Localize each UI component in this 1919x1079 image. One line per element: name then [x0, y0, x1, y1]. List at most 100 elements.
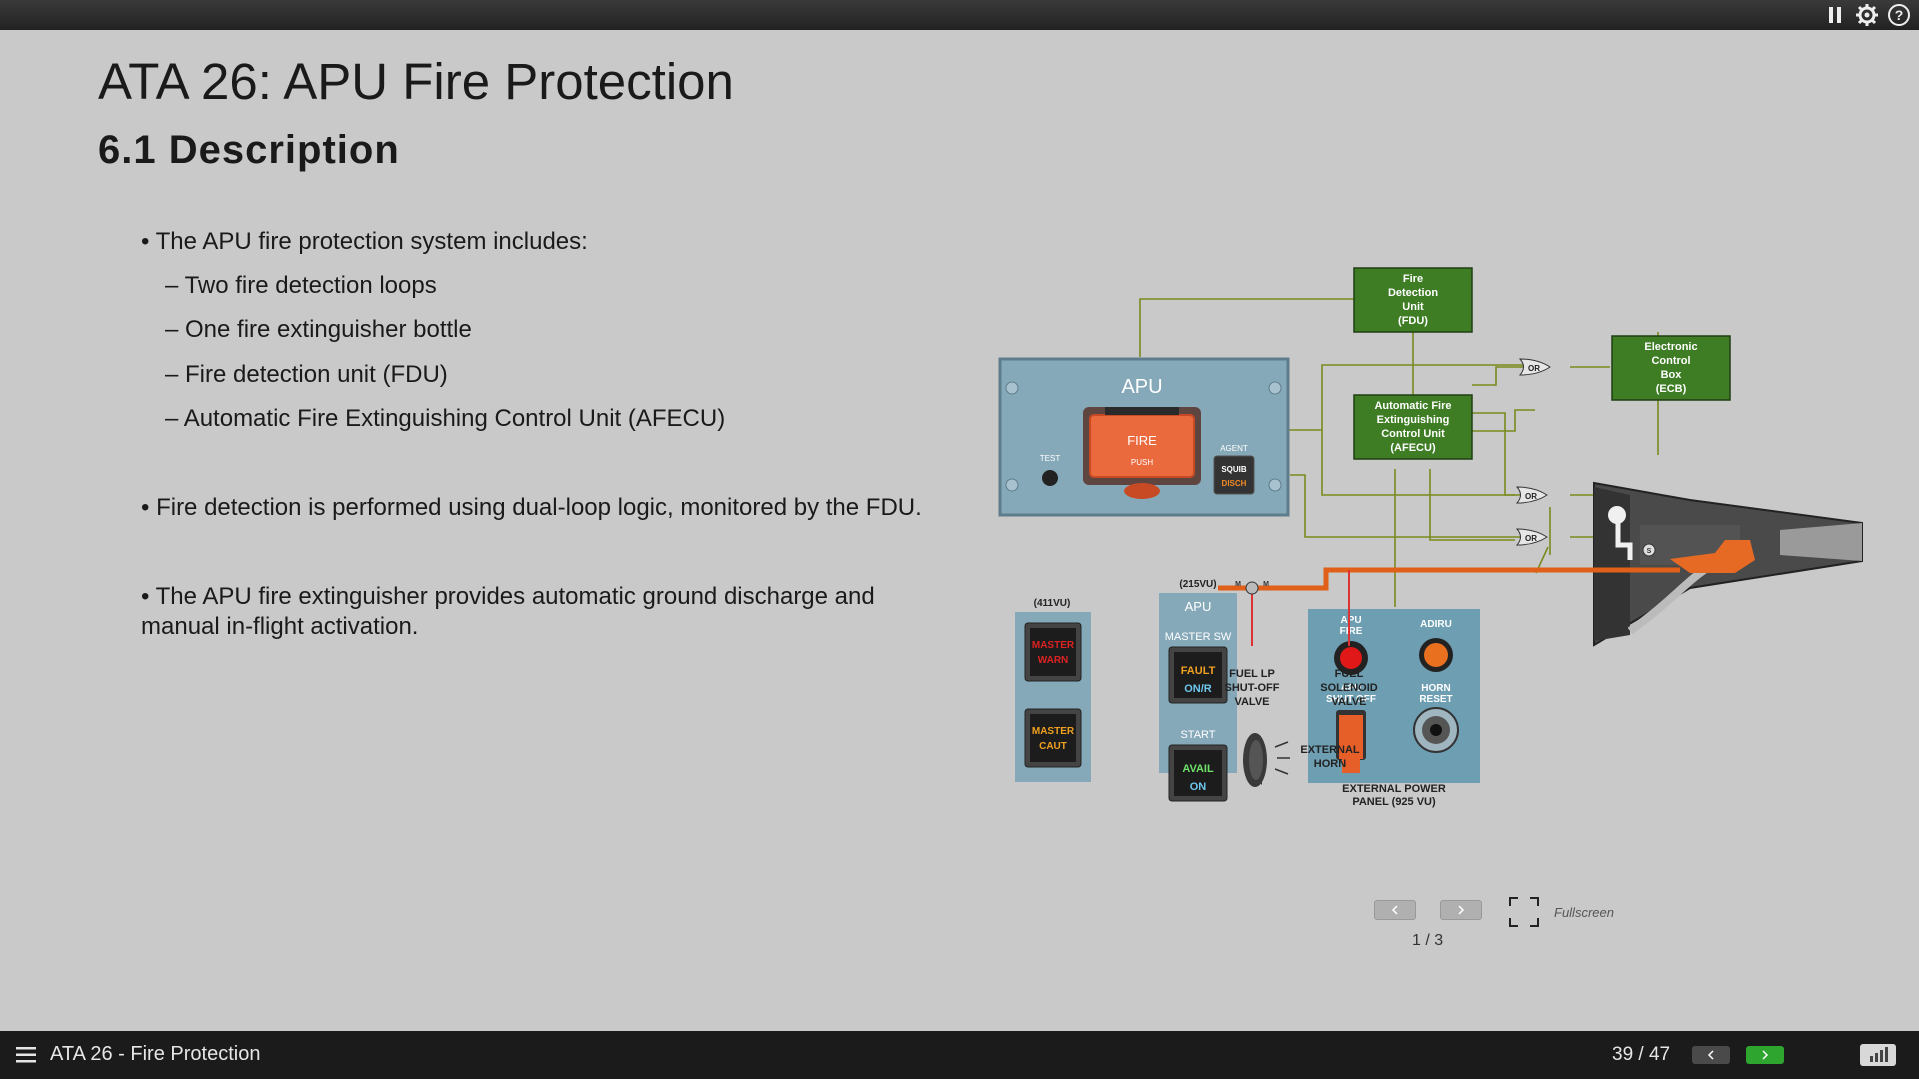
external-horn-label-1: EXTERNAL: [1300, 744, 1360, 756]
svg-text:S: S: [1647, 548, 1652, 555]
chevron-right-icon: [1762, 1050, 1769, 1060]
svg-text:OR: OR: [1528, 364, 1540, 373]
svg-text:MASTER: MASTER: [1032, 640, 1075, 651]
ecb-box: [1611, 335, 1731, 401]
external-horn-label-2: HORN: [1314, 758, 1346, 770]
apu-fire-panel: APU FIRE PUSH TEST AGENT SQUIB DISCH: [998, 357, 1290, 517]
afecu-box: [1353, 394, 1473, 460]
svg-text:OR: OR: [1525, 534, 1537, 543]
chevron-left-icon: [1707, 1050, 1714, 1060]
afecu-label-4: (AFECU): [1390, 442, 1436, 454]
panel-215vu: (215VU) APU MASTER SW FAULT ON/R START A…: [1159, 579, 1237, 802]
svg-text:M: M: [1235, 581, 1241, 588]
fuel-lp-valve-label-1: FUEL LP: [1229, 668, 1275, 680]
squib-disch-pushbutton[interactable]: SQUIB DISCH: [1213, 455, 1255, 495]
apu-master-sw-button[interactable]: FAULT ON/R: [1168, 646, 1228, 704]
apu-fire-light-lens: [1340, 647, 1362, 669]
apu-fire-protection-diagram: Fire Detection Unit (FDU) Automatic Fire…: [990, 255, 1870, 835]
fuel-line: M M: [1218, 567, 1680, 646]
svg-text:ON/R: ON/R: [1184, 683, 1212, 695]
adiru-light-lens: [1424, 643, 1448, 667]
apu-shutoff-switch[interactable]: [1336, 710, 1366, 773]
test-button[interactable]: [1042, 470, 1058, 486]
svg-text:PANEL (925 VU): PANEL (925 VU): [1352, 796, 1436, 808]
svg-text:HORN: HORN: [1421, 683, 1450, 694]
page-title: ATA 26: APU Fire Protection: [98, 53, 734, 110]
or-gate-lp-valve: OR: [1515, 486, 1548, 504]
chevron-right-icon: [1458, 905, 1465, 915]
fdu-label-4: (FDU): [1398, 315, 1428, 327]
top-toolbar: ?: [0, 0, 1919, 30]
afecu-label-3: Control Unit: [1381, 428, 1445, 440]
external-power-panel: APU FIRE ADIRU APU SHUT OFF HORN RESET E…: [1308, 609, 1480, 808]
svg-text:SQUIB: SQUIB: [1221, 465, 1247, 474]
svg-text:M: M: [1263, 581, 1269, 588]
next-page-button[interactable]: [1746, 1046, 1784, 1064]
bottom-bar: ATA 26 - Fire Protection 39 / 47: [0, 1031, 1919, 1079]
svg-text:FAULT: FAULT: [1181, 665, 1216, 677]
sub-bullet-afecu: – Automatic Fire Extinguishing Control U…: [165, 405, 726, 432]
svg-text:PUSH: PUSH: [1131, 458, 1153, 467]
apu-fire-pushbutton[interactable]: FIRE PUSH: [1083, 407, 1201, 499]
fdu-box: [1353, 267, 1473, 333]
fuel-solenoid-valve-label-1: FUEL: [1335, 668, 1364, 680]
svg-text:DISCH: DISCH: [1222, 479, 1247, 488]
fuel-lp-valve-label-2: SHUT-OFF: [1225, 682, 1280, 694]
panel-215vu-label: (215VU): [1179, 579, 1216, 590]
section-subtitle: 6.1 Description: [98, 128, 400, 172]
settings-gear-icon[interactable]: [1855, 3, 1879, 27]
svg-text:RESET: RESET: [1419, 694, 1452, 705]
svg-text:OR: OR: [1525, 492, 1537, 501]
bar-chart-icon: [1870, 1047, 1888, 1062]
svg-text:APU: APU: [1340, 683, 1361, 694]
svg-text:ADIRU: ADIRU: [1420, 619, 1452, 630]
ecb-label-3: Box: [1661, 369, 1683, 381]
master-caut-button[interactable]: MASTER CAUT: [1024, 708, 1082, 768]
pause-icon[interactable]: [1823, 3, 1847, 27]
svg-text:?: ?: [1895, 7, 1904, 23]
bullet-extinguisher-discharge: • The APU fire extinguisher provides aut…: [141, 583, 875, 640]
apu-panel-title: APU: [1121, 376, 1162, 398]
fdu-label-2: Detection: [1388, 287, 1438, 299]
svg-text:APU: APU: [1340, 615, 1361, 626]
sub-bullet-extinguisher-bottle: – One fire extinguisher bottle: [165, 316, 472, 343]
fullscreen-icon[interactable]: [1508, 896, 1540, 928]
svg-text:FIRE: FIRE: [1127, 433, 1157, 448]
chevron-left-icon: [1391, 905, 1398, 915]
ecb-label-4: (ECB): [1656, 383, 1687, 395]
or-gate-ecb: OR: [1518, 358, 1551, 376]
sub-bullet-fdu: – Fire detection unit (FDU): [165, 361, 448, 388]
svg-text:START: START: [1180, 729, 1215, 741]
ecb-label-2: Control: [1651, 355, 1690, 367]
fullscreen-link[interactable]: Fullscreen: [1554, 905, 1614, 920]
ecb-label-1: Electronic: [1644, 341, 1697, 353]
fdu-label-1: Fire: [1403, 273, 1423, 285]
external-horn: EXTERNAL HORN: [1243, 733, 1360, 787]
slide-pager: 1 / 3: [1412, 932, 1444, 949]
test-label: TEST: [1040, 454, 1061, 463]
prev-page-button[interactable]: [1692, 1046, 1730, 1064]
apu-start-button[interactable]: AVAIL ON: [1168, 744, 1228, 802]
apu-compartment: S: [1593, 481, 1863, 647]
svg-text:FIRE: FIRE: [1340, 626, 1363, 637]
svg-text:WARN: WARN: [1038, 655, 1069, 666]
slide-prev-button[interactable]: [1374, 900, 1416, 920]
fuel-lp-valve-label-3: VALVE: [1234, 696, 1269, 708]
signal-lines: [1139, 298, 1659, 607]
help-icon[interactable]: ?: [1887, 3, 1911, 27]
progress-chart-button[interactable]: [1860, 1044, 1896, 1066]
fdu-label-3: Unit: [1402, 301, 1424, 313]
master-warn-button[interactable]: MASTER WARN: [1024, 622, 1082, 682]
afecu-label-2: Extinguishing: [1377, 414, 1450, 426]
horn-reset-button[interactable]: [1413, 707, 1459, 753]
slide-next-button[interactable]: [1440, 900, 1482, 920]
hamburger-menu-icon[interactable]: [16, 1046, 38, 1064]
svg-text:APU: APU: [1185, 599, 1212, 614]
svg-text:MASTER: MASTER: [1032, 726, 1075, 737]
or-gate-solenoid: OR: [1515, 528, 1548, 546]
svg-text:MASTER SW: MASTER SW: [1165, 631, 1232, 643]
panel-411vu: (411VU) MASTER WARN MASTER CAUT: [1015, 598, 1091, 782]
page-counter: 39 / 47: [1612, 1044, 1671, 1065]
svg-text:EXTERNAL POWER: EXTERNAL POWER: [1342, 783, 1446, 795]
slideshow-controls: Fullscreen 1 / 3: [1374, 897, 1634, 950]
